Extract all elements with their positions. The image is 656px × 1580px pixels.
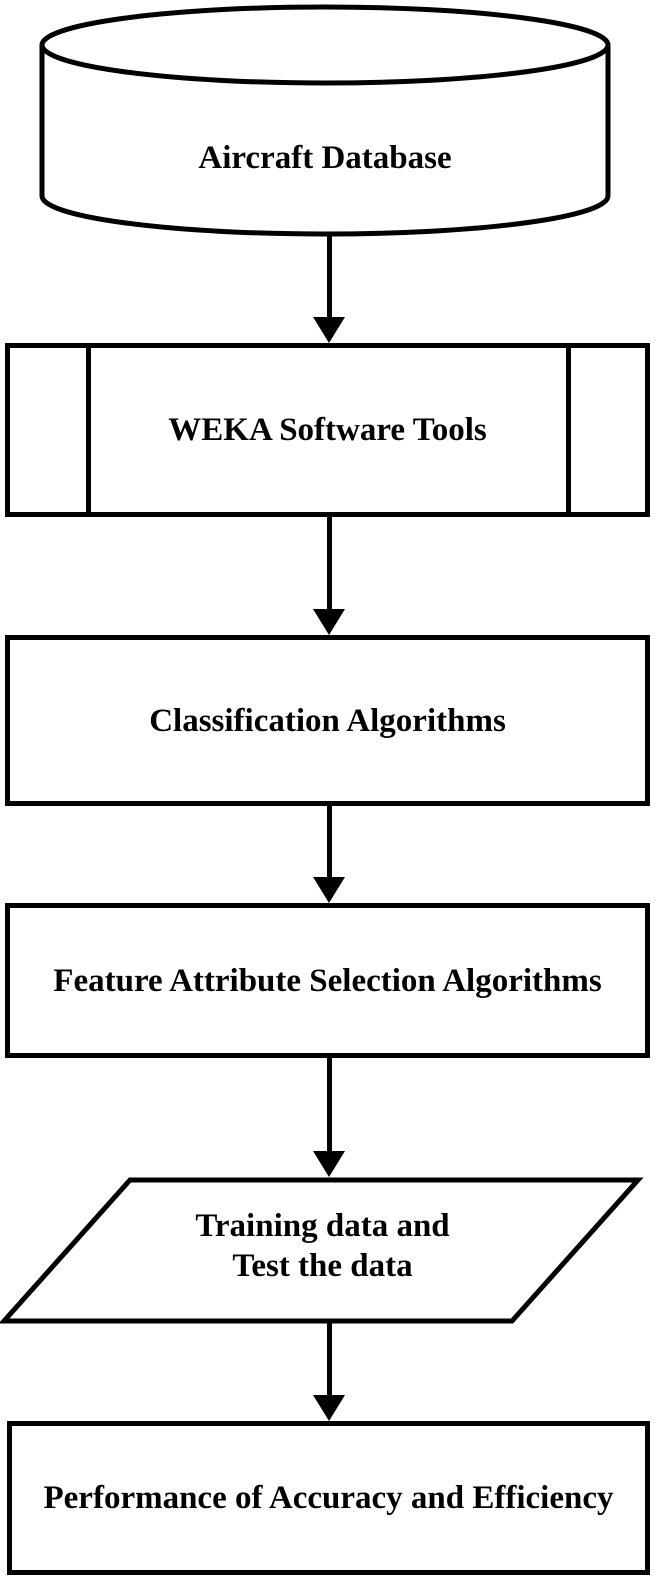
arrowhead-down-icon [313, 317, 345, 343]
cylinder-shape [39, 4, 611, 237]
node-label-training-data-line1: Training data and [195, 1207, 450, 1244]
node-performance-accuracy-efficiency: Performance of Accuracy and Efficiency [7, 1421, 650, 1575]
arrow-shaft [326, 517, 332, 609]
connector-arrow-1 [313, 233, 345, 343]
arrow-shaft [326, 233, 332, 317]
node-training-test-data: Training data and Test the data [0, 1177, 645, 1324]
arrowhead-down-icon [313, 1395, 345, 1421]
node-aircraft-database: Aircraft Database [39, 3, 611, 237]
node-label-aircraft-database: Aircraft Database [198, 140, 452, 176]
predefined-process-left-bar [86, 348, 91, 512]
node-label-training-data-line2: Test the data [232, 1247, 413, 1284]
node-weka-software-tools: WEKA Software Tools [5, 343, 650, 517]
arrowhead-down-icon [313, 1151, 345, 1177]
connector-arrow-2 [313, 517, 345, 635]
node-classification-algorithms: Classification Algorithms [5, 635, 650, 806]
node-label-feature-attribute-selection-algorithms: Feature Attribute Selection Algorithms [53, 962, 602, 999]
node-label-classification-algorithms: Classification Algorithms [149, 702, 506, 739]
node-label-performance-accuracy-efficiency: Performance of Accuracy and Efficiency [43, 1480, 614, 1516]
arrowhead-down-icon [313, 609, 345, 635]
arrow-shaft [326, 1322, 332, 1395]
connector-arrow-3 [313, 806, 345, 903]
node-feature-attribute-selection-algorithms: Feature Attribute Selection Algorithms [5, 903, 650, 1058]
arrowhead-down-icon [313, 877, 345, 903]
arrow-shaft [326, 1058, 332, 1151]
connector-arrow-4 [313, 1058, 345, 1177]
parallelogram-shape [0, 1177, 644, 1324]
connector-arrow-5 [313, 1322, 345, 1421]
predefined-process-right-bar [566, 348, 571, 512]
arrow-shaft [326, 806, 332, 877]
node-label-weka-software-tools: WEKA Software Tools [168, 412, 487, 448]
